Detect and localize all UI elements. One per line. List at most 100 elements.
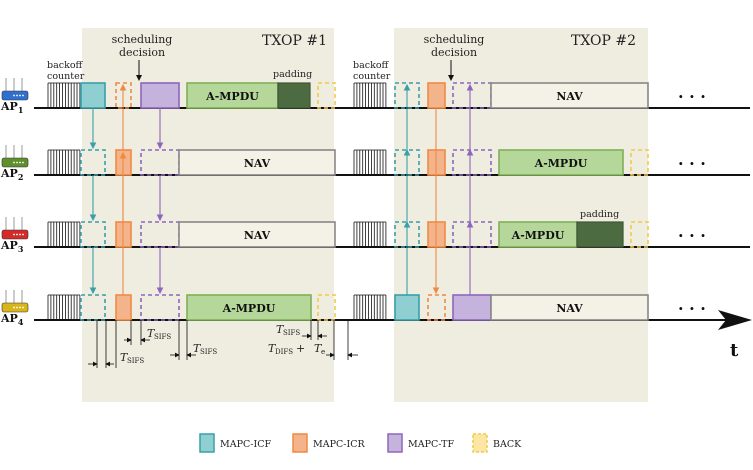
backoff-counter-ap1-txop2 — [353, 82, 387, 108]
ap1-ampdu-txop1 — [186, 82, 279, 109]
ap1-ampdu-txop1-label: A-MPDU — [205, 90, 259, 103]
ap1-nav-txop2-label: NAV — [556, 90, 583, 103]
router-icon-ap1 — [1, 78, 29, 101]
ap1-padding-txop1 — [277, 82, 311, 109]
legend: MAPC-ICF MAPC-ICR MAPC-TF BACK — [199, 433, 522, 453]
continuation-dots-1: · · · — [678, 87, 706, 106]
txop2-decision-label: scheduling — [424, 33, 485, 46]
legend-label-mapc-icf: MAPC-ICF — [220, 439, 271, 450]
svg-text:T: T — [147, 327, 156, 340]
backoff-counter-ap4-txop1 — [47, 294, 81, 320]
ap4-back-txop1 — [317, 294, 336, 321]
svg-text:T: T — [276, 323, 285, 336]
legend-label-back: BACK — [493, 439, 522, 450]
txop1-decision-label-2: decision — [119, 46, 165, 59]
backoff-counter-ap2-txop1 — [47, 149, 81, 175]
ap2-nav-txop1-label: NAV — [244, 157, 271, 170]
ap3-ampdu-txop2-label: A-MPDU — [511, 229, 565, 242]
ap4-nav-txop2-label: NAV — [556, 302, 583, 315]
ap3-nav-txop1-label: NAV — [244, 229, 271, 242]
ap3-tf-txop2 — [452, 221, 492, 248]
svg-text:e: e — [321, 348, 325, 356]
ap2-tf-txop2 — [452, 149, 492, 176]
ap-label-2: AP2 — [0, 167, 23, 182]
svg-text:SIFS: SIFS — [200, 348, 217, 356]
ap4-icf-txop1 — [80, 294, 106, 321]
ap1-tf-txop1 — [140, 82, 180, 109]
backoff-counter-ap3-txop1 — [47, 221, 81, 247]
legend-swatch-mapc-icf — [199, 433, 215, 453]
backoff-counter-ap1-txop1 — [47, 82, 81, 108]
svg-text:+: + — [296, 342, 305, 355]
backoff-counter-ap3-txop2 — [353, 221, 387, 247]
ap4-nav-txop2 — [490, 294, 649, 321]
ap4-tf-txop1 — [140, 294, 180, 321]
ap4-tf-txop2 — [452, 294, 492, 321]
ap1-icf-txop1 — [80, 82, 106, 109]
ap2-icf-txop1 — [80, 149, 106, 176]
router-icon-ap4 — [1, 290, 29, 313]
ap4-icf-txop2 — [394, 294, 420, 321]
difs-te-label: T DIFS + T e — [268, 342, 325, 356]
txop1-backoff-label-2: counter — [47, 71, 85, 82]
backoff-counter-ap2-txop2 — [353, 149, 387, 175]
ap3-icf-txop1 — [80, 221, 106, 248]
ap2-icf-txop2 — [394, 149, 420, 176]
ap4-ampdu-txop1-label: A-MPDU — [222, 302, 276, 315]
ap3-padding-txop2 — [576, 221, 624, 248]
legend-swatch-mapc-tf — [387, 433, 403, 453]
txop2-title: TXOP #2 — [571, 33, 636, 49]
ap1-icf-txop2 — [394, 82, 420, 109]
txop1-decision-label: scheduling — [112, 33, 173, 46]
txop2-backoff-label: backoff — [353, 60, 390, 71]
ap1-nav-txop2 — [490, 82, 649, 109]
sifs-label-4: T SIFS — [276, 323, 300, 337]
svg-text:T: T — [268, 342, 277, 355]
txop1-title: TXOP #1 — [262, 33, 327, 49]
timing-annotations — [88, 320, 358, 368]
time-axis-label: t — [730, 340, 739, 361]
txop1-padding-label: padding — [273, 69, 312, 80]
ap1-icr-txop2 — [427, 82, 446, 109]
ap4-ampdu-txop1 — [186, 294, 312, 321]
ap3-back-txop2 — [630, 221, 649, 248]
ap4-icr-txop1 — [115, 294, 132, 321]
txop2-padding-label: padding — [580, 209, 619, 220]
ap1-icr-txop1 — [115, 82, 132, 109]
continuation-dots-3: · · · — [678, 226, 706, 245]
sifs-label-3: T SIFS — [193, 342, 217, 356]
legend-label-mapc-icr: MAPC-ICR — [313, 439, 365, 450]
ap-label-4: AP4 — [0, 312, 24, 327]
router-icon-ap3 — [1, 217, 29, 240]
continuation-dots-2: · · · — [678, 154, 706, 173]
svg-text:SIFS: SIFS — [127, 357, 144, 365]
legend-label-mapc-tf: MAPC-TF — [408, 439, 454, 450]
svg-text:SIFS: SIFS — [283, 329, 300, 337]
continuation-dots-4: · · · — [678, 299, 706, 318]
sifs-label-2: T SIFS — [120, 351, 144, 365]
svg-text:T: T — [193, 342, 202, 355]
svg-text:DIFS: DIFS — [275, 348, 293, 356]
sifs-label-1: T SIFS — [147, 327, 171, 341]
svg-text:T: T — [120, 351, 129, 364]
ap2-back-txop2 — [630, 149, 649, 176]
ap2-nav-txop1 — [178, 149, 336, 176]
ap2-ampdu-txop2-label: A-MPDU — [534, 157, 588, 170]
legend-swatch-back — [472, 433, 488, 453]
legend-swatch-mapc-icr — [292, 433, 308, 453]
ap3-ampdu-txop2 — [498, 221, 578, 248]
svg-text:SIFS: SIFS — [154, 333, 171, 341]
ap3-nav-txop1 — [178, 221, 336, 248]
svg-text:T: T — [314, 342, 323, 355]
txop1-backoff-label: backoff — [47, 60, 84, 71]
router-icon-ap2 — [1, 145, 29, 168]
ap-label-1: AP1 — [0, 100, 23, 115]
ap1-back-txop1 — [317, 82, 336, 109]
txop2-backoff-label-2: counter — [353, 71, 391, 82]
ap2-ampdu-txop2 — [498, 149, 624, 176]
txop2-decision-label-2: decision — [431, 46, 477, 59]
ap4-icr-txop2 — [427, 294, 446, 321]
ap3-icf-txop2 — [394, 221, 420, 248]
ap-label-3: AP3 — [0, 239, 24, 254]
